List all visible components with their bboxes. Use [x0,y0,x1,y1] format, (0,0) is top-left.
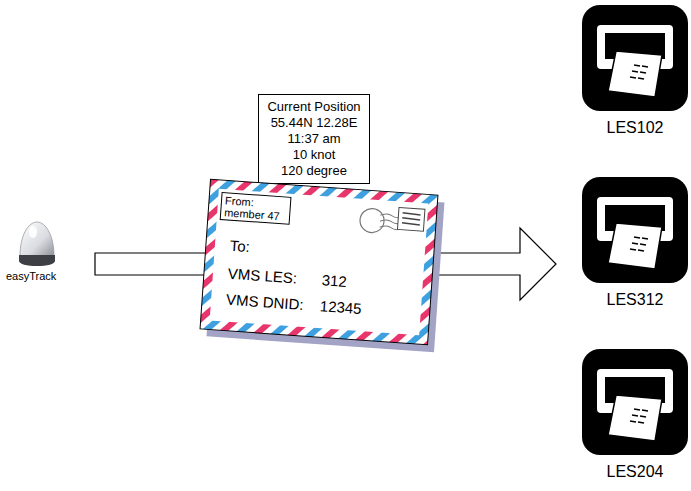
sheet-mark [640,244,646,245]
les-station: LES102 [582,5,688,137]
sheet-marks [630,409,648,423]
stamp [397,207,424,231]
airmail-border [200,179,438,345]
sheet-mark [632,71,638,72]
station-label: LES312 [582,290,688,309]
sheet-mark [642,238,648,239]
paper-sheet [608,51,662,97]
icon-ground [582,5,688,111]
sheet-mark [638,422,644,423]
sheet-mark [630,249,636,250]
device-dome [20,222,54,256]
position-line: 10 knot [293,147,336,163]
sheet-mark [634,65,640,66]
les-station: LES204 [582,349,688,481]
station-label: LES204 [582,462,688,481]
device-label: easyTrack [6,270,56,283]
les-station: LES312 [582,177,688,309]
sheet-mark [640,72,646,73]
sheet-mark [634,237,640,238]
envelope-face [210,189,429,335]
address-value: 12345 [319,297,362,318]
sheet-mark [640,416,646,417]
sheet-mark [638,250,644,251]
sheet-mark [630,421,636,422]
sheet-marks [630,237,648,251]
position-line: 11:37 am [287,131,340,147]
paper-sheet [608,395,662,441]
postage-stamp [359,205,425,236]
les-icon [582,5,688,111]
sheet-mark [630,77,636,78]
les-icon [582,349,688,455]
sheet-mark [638,78,644,79]
position-report: Current Position55.44N 12.28E11:37 am10 … [258,94,370,184]
address-label: To: [229,237,250,256]
stamp-line [402,223,420,225]
sheet-mark [634,409,640,410]
address-value: 312 [321,271,347,291]
paper-sheet [608,223,662,269]
message-envelope: To:VMS LES:312VMS DNID:12345From: member… [200,179,438,345]
les-icon [582,177,688,283]
easytrack-device [19,222,55,266]
sheet-marks [630,65,648,79]
device-base [19,255,55,266]
stamp-line [403,213,421,215]
sheet-mark [642,410,648,411]
sheet-mark [632,243,638,244]
position-heading: Current Position [267,99,360,115]
icon-ground [582,177,688,283]
position-line: 120 degree [281,163,347,179]
sheet-mark [642,66,648,67]
sender-box: From: member 47 [220,192,292,225]
device-highlight [29,226,37,238]
sheet-mark [632,415,638,416]
sender-label: From: member 47 [224,194,288,222]
icon-ground [582,349,688,455]
position-line: 55.44N 12.28E [271,115,358,131]
stamp-line [402,218,420,220]
station-label: LES102 [582,118,688,137]
